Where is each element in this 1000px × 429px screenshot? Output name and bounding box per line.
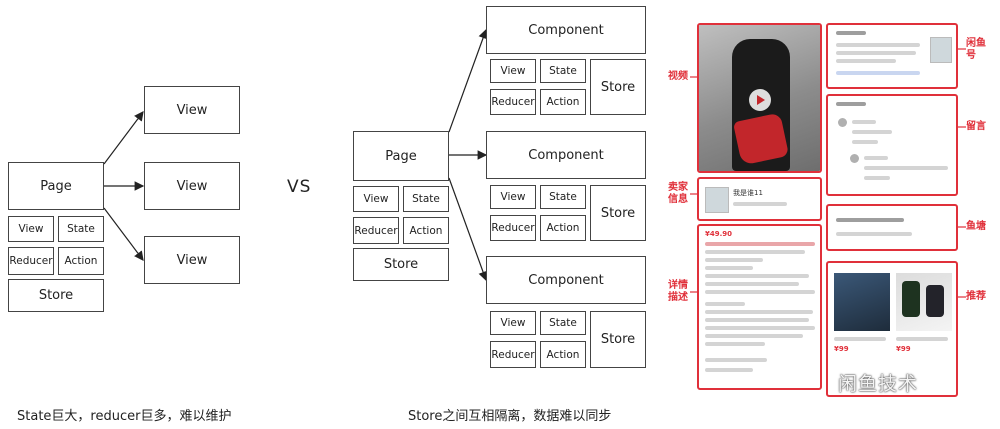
component-3-store: Store bbox=[590, 311, 646, 368]
seller-info-panel: 我是谁11 bbox=[697, 177, 822, 221]
arrow-page-to-component-1 bbox=[448, 28, 488, 133]
xianyu-avatar bbox=[930, 37, 952, 63]
component-1-state: State bbox=[540, 59, 586, 83]
label-recommend: 推荐 bbox=[966, 291, 986, 302]
mid-store-box: Store bbox=[353, 248, 449, 281]
component-2-action: Action bbox=[540, 215, 586, 241]
left-view-2: View bbox=[144, 162, 240, 210]
play-icon[interactable] bbox=[749, 89, 771, 111]
label-seller-info: 卖家信息 bbox=[668, 182, 688, 205]
label-comments: 留言 bbox=[966, 121, 986, 132]
component-1-reducer: Reducer bbox=[490, 89, 536, 115]
left-state-box: State bbox=[58, 216, 104, 242]
component-3-action: Action bbox=[540, 341, 586, 368]
label-detail-description: 详情描述 bbox=[668, 280, 688, 303]
component-2-reducer: Reducer bbox=[490, 215, 536, 241]
component-2-store: Store bbox=[590, 185, 646, 241]
detail-description-panel: ¥49.90 bbox=[697, 224, 822, 390]
left-view-box: View bbox=[8, 216, 54, 242]
vs-label: VS bbox=[287, 177, 312, 197]
left-store-box: Store bbox=[8, 279, 104, 312]
comments-panel bbox=[826, 94, 958, 196]
mid-view-box: View bbox=[353, 186, 399, 212]
item-price: ¥49.90 bbox=[705, 230, 733, 238]
middle-caption: Store之间互相隔离，数据难以同步 bbox=[408, 409, 612, 424]
seller-name: 我是谁11 bbox=[733, 189, 763, 197]
component-1-view: View bbox=[490, 59, 536, 83]
recommend-price-2: ¥99 bbox=[896, 345, 911, 353]
recommend-price-1: ¥99 bbox=[834, 345, 849, 353]
recommend-item-2[interactable] bbox=[896, 273, 952, 331]
left-reducer-box: Reducer bbox=[8, 247, 54, 275]
arrow-page-to-view-1 bbox=[103, 111, 144, 165]
component-3-reducer: Reducer bbox=[490, 341, 536, 368]
label-fishpond: 鱼塘 bbox=[966, 221, 986, 232]
left-view-1: View bbox=[144, 86, 240, 134]
mid-state-box: State bbox=[403, 186, 449, 212]
seller-avatar bbox=[705, 187, 729, 213]
component-1-title: Component bbox=[486, 6, 646, 54]
left-view-3: View bbox=[144, 236, 240, 284]
arrow-page-to-view-3 bbox=[103, 207, 144, 261]
xianyu-id-panel bbox=[826, 23, 958, 89]
component-2-view: View bbox=[490, 185, 536, 209]
mid-reducer-box: Reducer bbox=[353, 217, 399, 244]
arrow-page-to-component-3 bbox=[448, 177, 488, 282]
watermark-logo: 闲鱼技术 bbox=[838, 373, 919, 395]
recommend-panel: ¥99 ¥99 bbox=[826, 261, 958, 397]
fishpond-panel bbox=[826, 204, 958, 251]
mid-action-box: Action bbox=[403, 217, 449, 244]
component-3-title: Component bbox=[486, 256, 646, 304]
component-1-store: Store bbox=[590, 59, 646, 115]
left-caption: State巨大，reducer巨多，难以维护 bbox=[17, 409, 232, 424]
component-1-action: Action bbox=[540, 89, 586, 115]
component-2-state: State bbox=[540, 185, 586, 209]
left-page-box: Page bbox=[8, 162, 104, 210]
component-3-view: View bbox=[490, 311, 536, 335]
component-3-state: State bbox=[540, 311, 586, 335]
recommend-item-1[interactable] bbox=[834, 273, 890, 331]
component-2-title: Component bbox=[486, 131, 646, 179]
left-action-box: Action bbox=[58, 247, 104, 275]
label-xianyu-id: 闲鱼号 bbox=[966, 38, 986, 61]
label-video: 视频 bbox=[668, 71, 688, 82]
mid-page-box: Page bbox=[353, 131, 449, 181]
video-panel bbox=[697, 23, 822, 173]
